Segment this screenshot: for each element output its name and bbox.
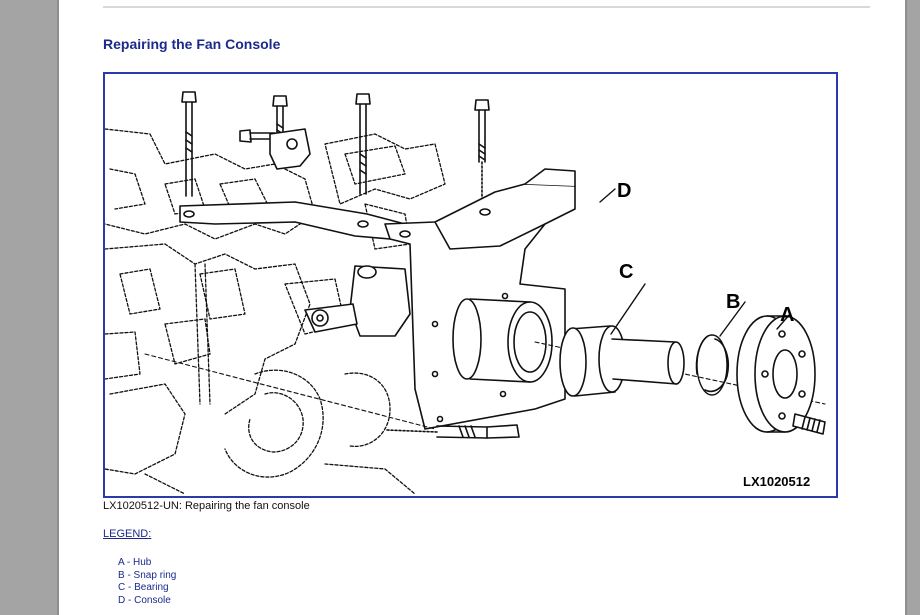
bearing-c [559, 325, 685, 397]
console-d [384, 168, 576, 430]
right-gutter [907, 0, 920, 615]
figure-caption: LX1020512-UN: Repairing the fan console [103, 500, 310, 512]
callout-d: D [617, 180, 631, 202]
snap-ring-b [695, 334, 730, 396]
legend-item-console: D - Console [118, 594, 171, 606]
pivot-arm [304, 265, 411, 337]
legend-item-snap-ring: B - Snap ring [118, 569, 177, 581]
page-title: Repairing the Fan Console [103, 36, 281, 52]
bottom-bolt [386, 424, 520, 439]
legend-list: A - Hub B - Snap ring C - Bearing D - Co… [118, 557, 176, 607]
fan-console-diagram: D C B A LX1020512 [105, 91, 826, 495]
flat-bracket [179, 201, 406, 240]
left-gutter-edge [57, 0, 59, 615]
callout-c: C [619, 261, 633, 283]
right-gutter-edge [905, 0, 907, 615]
figure-frame: D C B A LX1020512 [103, 72, 838, 498]
legend-link[interactable]: LEGEND: [103, 528, 152, 540]
top-divider [103, 6, 870, 8]
mounting-bolts [181, 91, 490, 226]
legend-item-hub: A - Hub [118, 557, 152, 568]
hub-a [736, 315, 826, 435]
left-gutter [0, 0, 57, 615]
figure-id: LX1020512 [743, 474, 810, 489]
engine-background [105, 128, 446, 495]
callout-b: B [726, 291, 740, 313]
legend-item-bearing: C - Bearing [118, 582, 169, 593]
callout-a: A [780, 304, 794, 326]
